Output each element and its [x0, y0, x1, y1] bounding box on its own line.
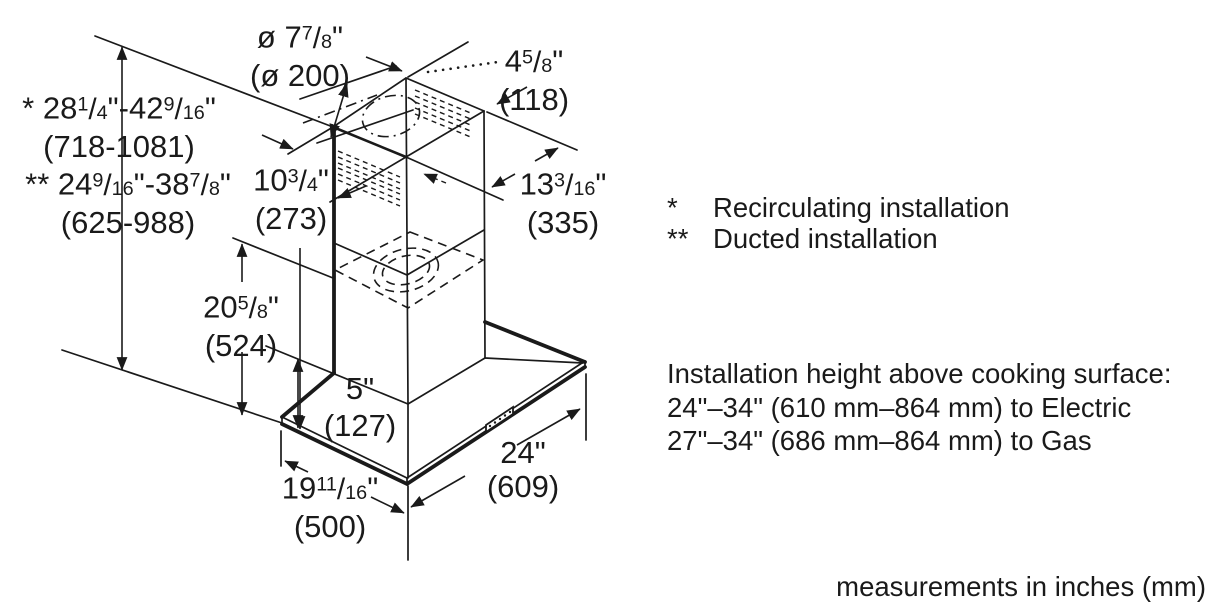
legend-marker-ducted: **: [667, 223, 689, 254]
control-panel: [485, 405, 514, 434]
chimney-depth-inches: 133/16": [519, 166, 607, 202]
dim-chimney-depth: [486, 111, 578, 188]
legend-label-recirculating: Recirculating installation: [713, 192, 1010, 223]
installation-note-title: Installation height above cooking surfac…: [667, 358, 1172, 389]
chimney-width-inches: 103/4": [253, 162, 329, 198]
dim-top-rear-offset: [365, 41, 528, 105]
top-rear-offset-mm: (118): [498, 81, 570, 117]
legend-label-ducted: Ducted installation: [713, 223, 938, 254]
canopy-height-inches: 5": [345, 371, 375, 406]
label-ducted-height: ** 249/16"-387/8" (625-988): [14, 163, 242, 240]
dim-chimney-width: [261, 126, 407, 203]
label-top-rear-offset: 45/8" (118): [488, 40, 580, 117]
duct-diameter-mm: (ø 200): [250, 57, 350, 93]
chimney-section-height-mm: (524): [204, 327, 278, 363]
base-depth-inches: 1911/16": [281, 470, 379, 506]
dim-duct-diameter: [299, 65, 414, 144]
label-canopy-height: 5" (127): [313, 372, 407, 443]
chimney-depth-mm: (335): [526, 204, 600, 240]
chimney-section-height-inches: 205/8": [203, 289, 279, 325]
duct-diameter-inches: ø 77/8": [256, 19, 344, 55]
base-depth-mm: (500): [293, 508, 367, 544]
label-chimney-section-height: 205/8" (524): [198, 286, 284, 363]
installation-note-gas: 27"–34" (686 mm–864 mm) to Gas: [667, 425, 1092, 456]
chimney-width-mm: (273): [254, 200, 328, 236]
label-recirculating-height: * 281/4"-429/16" (718-1081): [20, 87, 218, 164]
ducted-height-mm: (625-988): [60, 204, 196, 240]
dim-base-width: [410, 373, 587, 508]
recirculating-height-inches: * 281/4"-429/16": [22, 90, 216, 126]
installation-type-legend: * Recirculating installation ** Ducted i…: [667, 192, 1010, 254]
ducted-height-inches: ** 249/16"-387/8": [25, 166, 231, 202]
vent-grille-top: [414, 89, 474, 139]
top-rear-offset-inches: 45/8": [504, 43, 564, 79]
legend-marker-recirculating: *: [667, 192, 678, 223]
dim-base-depth: [280, 430, 409, 561]
canopy-height-mm: (127): [323, 408, 397, 443]
installation-note-electric: 24"–34" (610 mm–864 mm) to Electric: [667, 391, 1132, 423]
units-footnote: measurements in inches (mm): [836, 571, 1206, 602]
label-base-depth: 1911/16" (500): [278, 467, 382, 544]
base-width-mm: (609): [486, 469, 560, 504]
recirculating-height-mm: (718-1081): [43, 128, 195, 164]
label-chimney-depth: 133/16" (335): [513, 163, 613, 240]
duct-cross-section: [333, 231, 485, 309]
label-duct-diameter: ø 77/8" (ø 200): [230, 16, 370, 93]
base-width-inches: 24": [500, 435, 546, 470]
canopy-and-base-outline: [265, 320, 587, 487]
installation-height-note: Installation height above cooking surfac…: [667, 357, 1172, 458]
legend-row-ducted: ** Ducted installation: [667, 223, 1010, 254]
legend-row-recirculating: * Recirculating installation: [667, 192, 1010, 223]
vent-grille-side: [337, 150, 447, 207]
chimney-outline: [232, 77, 504, 405]
label-base-width: 24" (609): [477, 436, 569, 504]
label-chimney-width: 103/4" (273): [249, 159, 333, 236]
